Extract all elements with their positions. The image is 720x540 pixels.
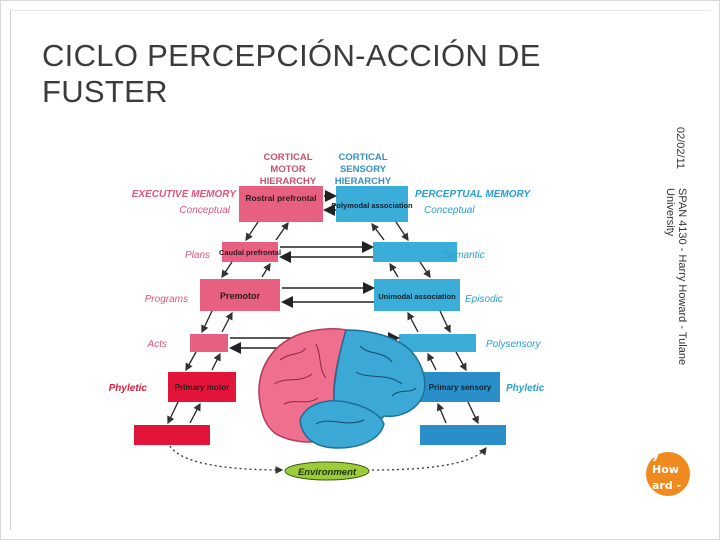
motor-hierarchy-header: CORTICAL MOTOR HIERARCHY: [260, 152, 317, 187]
page-number-tab[interactable]: y How ard -: [646, 452, 690, 496]
sensory-arrow-3: [389, 262, 399, 278]
sensory-hierarchy-header: CORTICAL SENSORY HIERARCHY: [335, 152, 392, 187]
unimodal-association-box: [374, 279, 460, 311]
posterior-sulcus-1: [359, 345, 393, 363]
sensory-vertical-arrows: [371, 221, 479, 425]
top-rule: [10, 10, 710, 11]
frontal-sulcus-4: [315, 343, 327, 379]
motor-arrow-10: [189, 402, 201, 424]
right-conceptual-label: Conceptual: [424, 205, 475, 216]
sensory-arrow-2: [395, 221, 409, 242]
page-tab-line-3: ard -: [652, 479, 682, 492]
sensory-arrow-6: [439, 310, 451, 334]
left-conceptual-label: Conceptual: [179, 205, 230, 216]
left-rule: [10, 10, 11, 530]
sensory-input-bar: [420, 425, 506, 445]
programs-label: Programs: [145, 294, 188, 305]
brain-posterior-sulci: [315, 345, 417, 425]
unimodal-label: Unimodal association: [378, 292, 456, 301]
brain-illustration: [258, 328, 426, 449]
environment-loop: Environment: [169, 445, 487, 481]
brain-temporal-lobe: [299, 400, 385, 449]
slide-title: CICLO PERCEPCIÓN-ACCIÓN DE FUSTER: [42, 38, 541, 109]
frontal-sulcus-3: [283, 397, 319, 405]
sensory-header-line-1: CORTICAL: [338, 152, 387, 163]
primary-sensory-label: Primary sensory: [429, 383, 492, 392]
rostral-prefrontal-box: [239, 186, 323, 222]
polysensory-bar: [399, 334, 476, 352]
sensory-arrow-5: [407, 311, 419, 333]
perceptual-memory-label: PERCEPTUAL MEMORY: [415, 189, 532, 200]
motor-output-bar: [134, 425, 210, 445]
sensory-header-line-2: SENSORY: [340, 164, 387, 175]
polymodal-label: Polymodal association: [331, 201, 413, 210]
primary-motor-box: [168, 372, 236, 402]
semantic-bar: [373, 242, 457, 262]
polymodal-association-box: [336, 186, 408, 222]
page-tab-line-2: How: [652, 463, 679, 476]
motor-boxes: [134, 186, 323, 445]
motor-arrow-8: [211, 352, 221, 371]
caudal-label: Caudal prefrontal: [219, 248, 281, 257]
premotor-label: Premotor: [220, 291, 261, 301]
environment-label: Environment: [298, 467, 357, 478]
page-tab-line-1: y: [652, 452, 660, 462]
env-loop-right: [371, 446, 487, 471]
posterior-sulcus-4: [391, 387, 417, 397]
sensory-arrow-10: [467, 401, 479, 425]
rostral-label-1: Rostral prefrontal: [245, 193, 316, 203]
caudal-prefrontal-box: [222, 242, 278, 262]
environment-ellipse: [284, 461, 370, 481]
motor-arrow-3: [221, 261, 233, 279]
sensory-arrow-8: [455, 351, 467, 372]
premotor-box: [200, 279, 280, 311]
executive-memory-label: EXECUTIVE MEMORY: [132, 189, 238, 200]
brain-frontal-sulci: [273, 343, 327, 405]
sensory-header-line-3: HIERARCHY: [335, 176, 392, 187]
motor-vertical-arrows: [167, 221, 289, 425]
sensory-arrow-9: [436, 402, 447, 424]
motor-arrow-5: [201, 310, 213, 334]
env-loop-left: [169, 445, 284, 474]
acts-bar: [190, 334, 228, 352]
primary-sensory-box: [420, 372, 500, 402]
posterior-sulcus-3: [315, 419, 365, 425]
frontal-sulcus-1: [279, 347, 307, 361]
motor-arrow-2: [275, 221, 289, 241]
right-phyletic-label: Phyletic: [506, 383, 545, 394]
motor-arrow-9: [167, 401, 179, 425]
sensory-arrow-1: [371, 222, 385, 241]
sensory-arrow-7: [427, 352, 437, 371]
frontal-sulcus-2: [273, 373, 313, 385]
episodic-label: Episodic: [465, 294, 503, 305]
polysensory-label: Polysensory: [486, 339, 541, 350]
sensory-arrow-4: [419, 261, 431, 279]
acts-label: Acts: [147, 339, 167, 350]
motor-header-line-3: HIERARCHY: [260, 176, 317, 187]
posterior-sulcus-2: [355, 371, 403, 385]
motor-arrow-7: [185, 351, 197, 372]
motor-header-line-2: MOTOR: [270, 164, 305, 175]
motor-arrow-1: [245, 221, 259, 242]
left-phyletic-label: Phyletic: [109, 383, 148, 394]
motor-header-line-1: CORTICAL: [263, 152, 312, 163]
motor-arrow-6: [221, 311, 233, 333]
motor-arrow-4: [261, 262, 271, 278]
semantic-label: Semantic: [443, 250, 485, 261]
sensory-boxes: [336, 186, 506, 445]
primary-motor-label: Primary motor: [175, 383, 230, 392]
plans-label: Plans: [185, 250, 210, 261]
